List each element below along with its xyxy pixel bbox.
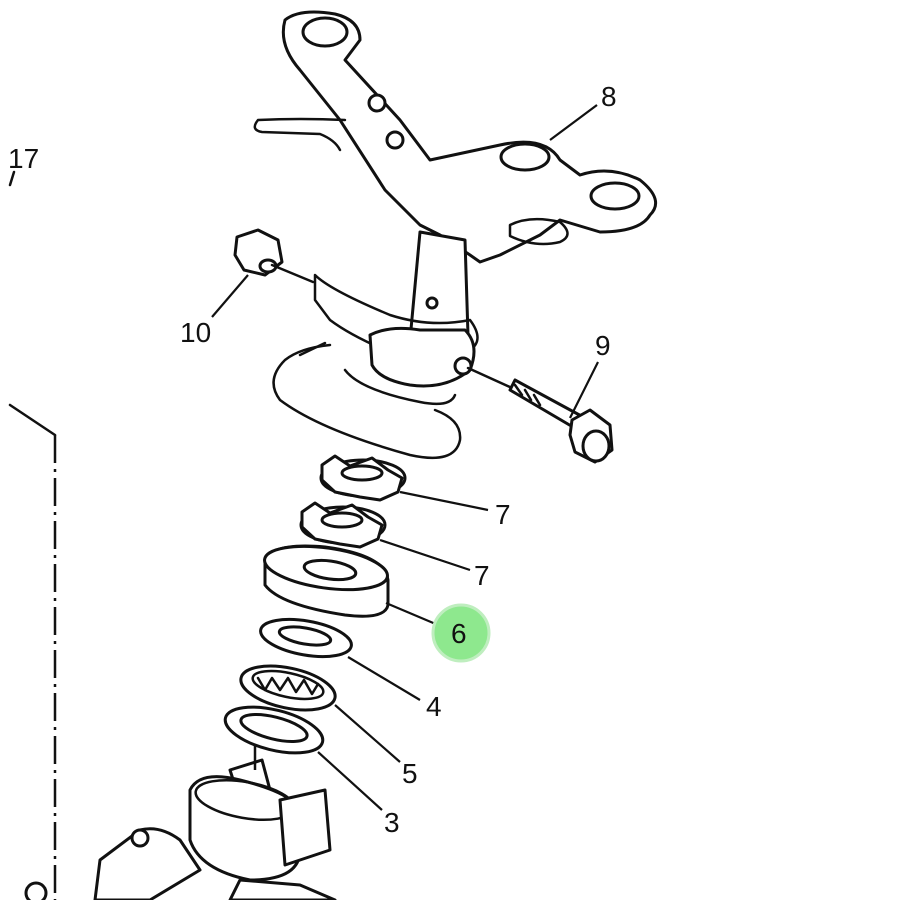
part-4-race[interactable]	[258, 613, 355, 662]
callout-3: 3	[384, 807, 400, 838]
leader-4	[347, 656, 421, 701]
part-10-nut[interactable]	[233, 228, 315, 284]
steering-stem	[24, 745, 337, 900]
part-7-locknut-lower[interactable]	[299, 501, 387, 549]
callout-9: 9	[595, 330, 611, 361]
leader-7-upper	[399, 490, 489, 512]
leader-3	[317, 751, 383, 811]
part-9-bolt[interactable]	[466, 366, 614, 464]
callout-6[interactable]: 6	[451, 618, 467, 649]
callout-7-upper: 7	[495, 499, 511, 530]
leader-9	[569, 361, 599, 419]
callout-10: 10	[180, 317, 211, 348]
part-7-locknut-upper[interactable]	[319, 454, 407, 502]
part-5-bearing[interactable]	[237, 658, 339, 717]
callout-5: 5	[402, 758, 418, 789]
spring-clip	[272, 273, 479, 460]
leader-5	[334, 704, 401, 763]
callout-4: 4	[426, 691, 442, 722]
part-3-seal[interactable]	[221, 698, 328, 761]
callout-17: 17	[8, 143, 39, 174]
part-8-bracket[interactable]	[253, 10, 658, 342]
highlight-marker	[431, 603, 491, 663]
leader-6	[385, 601, 439, 627]
part-6-washer[interactable]	[262, 540, 390, 618]
leader-10	[211, 274, 249, 318]
leader-8	[549, 104, 598, 141]
callout-7-lower: 7	[474, 560, 490, 591]
leader-7-lower	[379, 538, 471, 572]
frame-boundary	[8, 170, 57, 900]
callout-8: 8	[601, 81, 617, 112]
